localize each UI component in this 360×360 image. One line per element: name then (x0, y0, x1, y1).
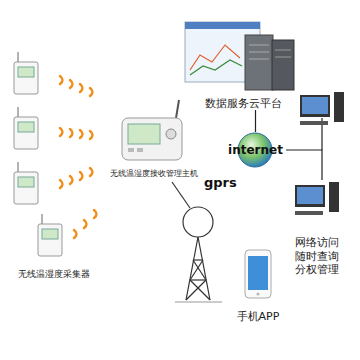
network-link (286, 150, 322, 180)
cloud-node: 数据服务云平台 (183, 20, 303, 110)
host-device (122, 100, 182, 160)
wireless-waves (60, 76, 97, 238)
collector-node: 无线温湿度采集器 (4, 228, 104, 280)
collector-device (14, 52, 62, 256)
node-label: 无线温湿度采集器 (18, 269, 90, 280)
mobile-phone (245, 250, 271, 298)
phone-node: 手机APP (225, 245, 291, 323)
link-label: gprs (204, 175, 237, 190)
pc-node: 网络访问 随时查询 分权管理 (284, 180, 350, 276)
link-line (172, 182, 190, 208)
globe-node: internet (225, 132, 286, 168)
pc-computer (295, 92, 344, 215)
cloud-server (185, 22, 294, 90)
node-label: 数据服务云平台 (205, 97, 282, 110)
host-node: 无线温湿度接收管理主机 (106, 115, 202, 179)
network-link (255, 110, 256, 132)
node-label: 无线温湿度接收管理主机 (110, 169, 198, 179)
node-label: internet (228, 143, 283, 157)
node-label: 网络访问 随时查询 分权管理 (293, 236, 341, 276)
gprs-tower (175, 207, 222, 302)
node-label: 手机APP (237, 310, 280, 323)
